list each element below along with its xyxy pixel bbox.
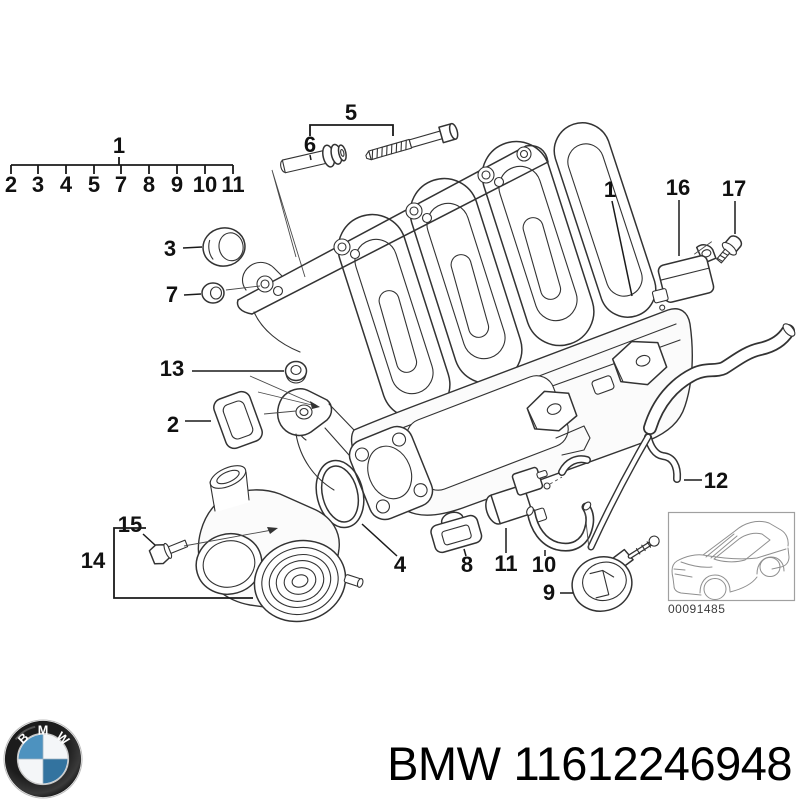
callout-label-13: 13 — [160, 356, 184, 381]
callout-label-9a: 9 — [171, 172, 183, 197]
callout-label-11a: 11 — [221, 172, 244, 197]
manifold-runner-1 — [337, 213, 451, 420]
stud-bolt-part — [365, 122, 459, 161]
callout-label-5a: 5 — [88, 172, 100, 197]
leader-arrow-13 — [310, 401, 320, 409]
clip-part — [430, 511, 483, 554]
grommet-part — [201, 282, 225, 304]
oring-part — [315, 459, 365, 529]
thumbnail-frame — [667, 511, 796, 602]
leader-thin-13 — [249, 375, 317, 407]
leader-line-8 — [463, 548, 467, 557]
car-outline — [671, 520, 790, 600]
bracket-14 — [113, 527, 253, 599]
throttle-diaphragm-dome — [253, 539, 347, 623]
logo-letter-m: M — [38, 724, 49, 738]
leader-thin-2 — [263, 410, 297, 415]
spacer-sleeve-part — [280, 143, 347, 174]
callout-label-4a: 4 — [60, 172, 73, 197]
manifold-runner-3 — [481, 140, 595, 347]
callout-label-2: 2 — [167, 412, 179, 437]
nut-part — [284, 360, 308, 384]
plenum-mount-bracket-left — [526, 390, 578, 432]
callout-label-8: 8 — [461, 552, 473, 577]
callout-label-7: 7 — [166, 282, 178, 307]
part-number-text: 11612246948 — [513, 737, 792, 790]
bmw-logo: B M W — [2, 718, 84, 800]
callout-label-14: 14 — [81, 548, 106, 573]
leader-thin-bolts — [271, 169, 306, 278]
bolt-part-15 — [148, 539, 189, 565]
leader-arrow-15 — [267, 527, 278, 534]
leader-line-6 — [309, 154, 312, 161]
callout-label-9: 9 — [543, 580, 555, 605]
leader-line-1-right — [611, 200, 633, 297]
callout-label-12: 12 — [704, 468, 728, 493]
leader-line-4 — [361, 523, 398, 557]
callout-label-17: 17 — [722, 176, 746, 201]
leader-line-7 — [183, 293, 202, 296]
callout-label-10: 10 — [532, 552, 556, 577]
callout-label-2a: 2 — [5, 172, 17, 197]
plenum-mount-bracket-right — [611, 340, 668, 386]
gasket-part — [213, 390, 263, 450]
vacuum-hose-part — [526, 455, 595, 552]
group-bracket: 1 2 3 4 5 7 8 9 10 11 — [5, 133, 245, 197]
callout-label-5: 5 — [345, 100, 357, 125]
logo-quadrant-blue-br — [43, 759, 68, 784]
thumbnail-code: 00091485 — [668, 602, 725, 616]
throttle-flange-plate — [348, 425, 434, 521]
leader-thin-7 — [225, 285, 261, 291]
vacuum-actuator-part — [571, 511, 660, 612]
manifold-runner-4 — [553, 122, 657, 318]
car-thumbnail: 00091485 — [667, 511, 796, 616]
brand-label: BMW — [387, 737, 501, 790]
callout-label-11: 11 — [494, 551, 517, 576]
callout-label-10a: 10 — [193, 172, 217, 197]
leader-thin-15 — [183, 529, 273, 547]
callout-label-16: 16 — [666, 175, 690, 200]
parts-diagram-canvas: 1 2 3 4 5 7 8 9 10 11 — [5, 100, 796, 623]
leader-line-15 — [142, 533, 156, 546]
logo-quadrant-blue-tl — [18, 734, 43, 759]
callout-label-1-right: 1 — [604, 177, 616, 202]
bracket-5 — [309, 124, 394, 136]
intake-manifold-drawing — [236, 122, 693, 521]
callout-label-3: 3 — [164, 236, 176, 261]
callout-label-parent-1: 1 — [113, 133, 125, 158]
callout-label-6: 6 — [304, 132, 316, 157]
callout-label-7a: 7 — [115, 172, 127, 197]
callout-label-3a: 3 — [32, 172, 44, 197]
seal-ring-part — [202, 227, 246, 267]
manifold-runner-2 — [409, 177, 523, 385]
logo-quadrant-white-bl — [18, 759, 43, 784]
manifold-flange-rail — [236, 144, 549, 315]
leader-line-3 — [182, 246, 203, 249]
callout-label-15: 15 — [118, 512, 142, 537]
solenoid-valve-part — [485, 466, 563, 525]
map-sensor-part — [651, 241, 717, 311]
hose-part-12 — [587, 323, 796, 551]
manifold-mount-ear — [276, 388, 355, 491]
callout-label-4: 4 — [394, 552, 407, 577]
bracket-ticks — [10, 165, 234, 174]
callout-label-8a: 8 — [143, 172, 155, 197]
throttle-body-part — [195, 465, 364, 623]
logo-quadrant-white-tr — [43, 734, 68, 759]
sensor-bolt-part — [716, 235, 743, 264]
